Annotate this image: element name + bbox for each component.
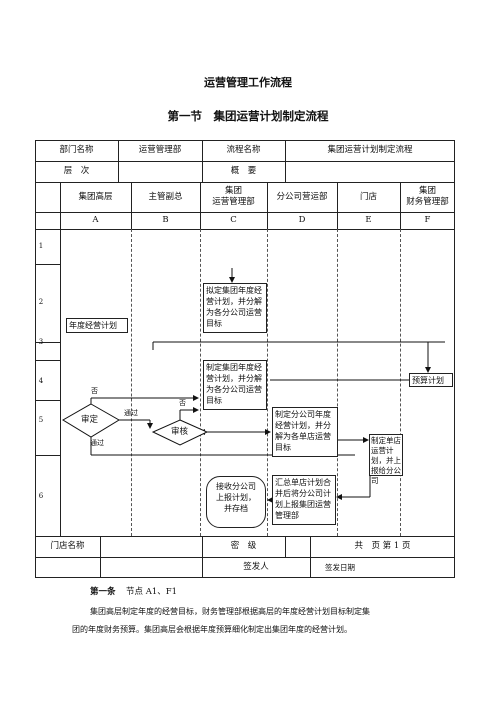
col-header-f: 集团 财务管理部 xyxy=(406,186,449,207)
clause-node-ref: 节点 A1、F1 xyxy=(126,587,178,597)
approve-diamond xyxy=(62,403,120,438)
clause-number: 第一条 xyxy=(90,587,116,597)
summary-label: 概 要 xyxy=(230,166,257,176)
annual-target-box: 年度经营计划 xyxy=(66,318,128,333)
col-header-b: 主管副总 xyxy=(148,191,183,202)
collect-plan-box: 汇总单店计划合并后将分公司计划上报集团运营管理部 xyxy=(272,475,336,525)
col-letter-b: B xyxy=(162,215,169,225)
col-letter-c: C xyxy=(230,215,237,225)
edge-label-no-approve: 否 xyxy=(91,387,98,395)
store-plan-box: 制定单店运营计划，并上报给分公司 xyxy=(369,434,403,485)
row-number-5: 5 xyxy=(38,415,44,424)
row-number-1: 1 xyxy=(38,241,44,250)
body-line-2: 团的年度财务预算。集团高层会根据年度预算细化制定出集团年度的经营计划。 xyxy=(72,625,352,634)
col-letter-e: E xyxy=(365,215,372,225)
review-label: 审核 xyxy=(171,427,189,437)
branch-plan-box: 制定分公司年度经营计划，并分解为各单店运营目标 xyxy=(272,407,338,457)
edge-label-pass-approve: 通过 xyxy=(124,409,138,417)
body-line-1: 集团高层制定年度的经营目标，财务管理部根据高层的年度经营计划目标制定集 xyxy=(90,607,370,616)
row-number-6: 6 xyxy=(38,491,44,500)
page-title: 运营管理工作流程 xyxy=(204,76,292,89)
pages-label: 共 页 第 1 页 xyxy=(354,541,411,551)
col-header-d: 分公司营运部 xyxy=(276,191,328,202)
col-letter-a: A xyxy=(92,215,99,225)
store-name-label: 门店名称 xyxy=(50,541,85,551)
col-header-a: 集团高层 xyxy=(78,191,113,202)
edge-label-no-review: 否 xyxy=(179,399,186,407)
section-title: 第一节 集团运营计划制定流程 xyxy=(167,109,329,123)
row-number-4: 4 xyxy=(38,376,44,385)
row-number-2: 2 xyxy=(38,297,44,306)
secret-label: 密 级 xyxy=(230,541,257,551)
col-header-c: 集团 运营管理部 xyxy=(212,186,255,207)
col-letter-f: F xyxy=(424,215,431,225)
make-group-plan-box: 制定集团年度经营计划，并分解为各分公司运营目标 xyxy=(203,360,267,410)
budget-plan-box: 预算计划 xyxy=(409,373,453,387)
issue-date-label: 签发日期 xyxy=(325,563,355,572)
dept-value: 运营管理部 xyxy=(138,145,182,155)
review-diamond xyxy=(151,419,209,446)
flow-label: 流程名称 xyxy=(226,145,261,155)
dept-label: 部门名称 xyxy=(59,145,94,155)
draft-group-plan-box: 拟定集团年度经营计划，并分解为各分公司运营目标 xyxy=(203,283,267,333)
edge-label-pass-review: 通过 xyxy=(90,439,104,447)
level-label: 层 次 xyxy=(63,166,90,176)
row-number-3: 3 xyxy=(38,337,44,346)
table-border xyxy=(35,140,455,578)
col-letter-d: D xyxy=(298,215,306,225)
col-header-e: 门店 xyxy=(359,191,377,202)
approve-label: 审定 xyxy=(81,415,99,425)
flow-value: 集团运营计划制定流程 xyxy=(327,145,413,155)
receive-plan-box: 接收分公司上报计划，并存档 xyxy=(206,476,266,528)
issuer-label: 签发人 xyxy=(243,562,269,572)
